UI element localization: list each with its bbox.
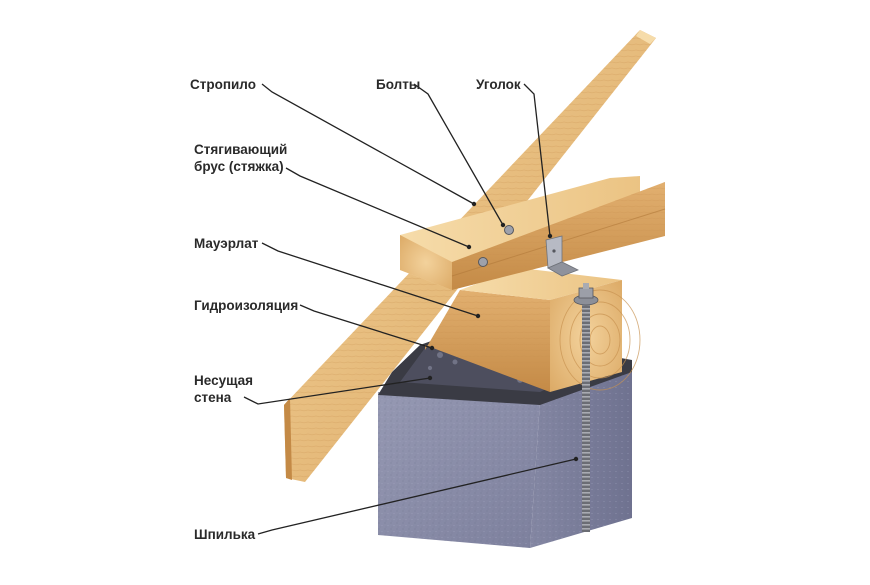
- label-stud: Шпилька: [194, 526, 255, 543]
- leader-rafter: [262, 84, 474, 204]
- leader-tie-beam: [286, 168, 469, 247]
- label-bolts: Болты: [376, 76, 420, 93]
- label-waterproofing: Гидроизоляция: [194, 297, 298, 314]
- label-bracket: Уголок: [476, 76, 521, 93]
- label-tie-beam: Стягивающий брус (стяжка): [194, 141, 287, 175]
- label-rafter: Стропило: [190, 76, 256, 93]
- label-bearing-wall: Несущая стена: [194, 372, 253, 406]
- label-mauerlat: Мауэрлат: [194, 235, 258, 252]
